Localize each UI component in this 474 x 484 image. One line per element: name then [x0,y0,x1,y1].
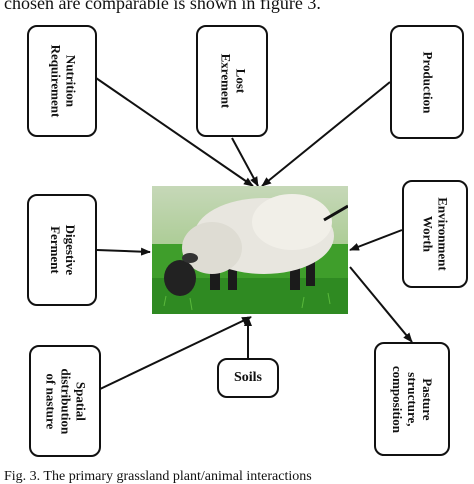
node-nutrition-line1: Nutrition [62,54,78,107]
header-text: chosen are comparable is shown in figure… [4,0,321,13]
node-lost-line1: Lost [232,68,248,94]
node-pasture-line3: composition [390,365,406,433]
sheep-photo [152,186,348,314]
node-pasture-line2: structure, [405,371,421,427]
node-nutrition-line2: Requirement [48,44,64,118]
arrow-environment [349,229,403,251]
node-environment-line2: Worth [421,215,436,253]
arrow-nutrition [95,77,254,187]
node-spatial-line1: Spatial [73,381,89,421]
arrow-pasture [349,266,413,343]
arrow-spatial [97,316,252,391]
arrow-production [261,81,391,187]
node-production-line1: Production [420,51,436,113]
node-spatial-line2: distribution [58,368,74,434]
node-environment-line1: Environment [435,197,451,271]
node-soils: Soils [217,358,279,398]
node-spatial-line3: of nasture [43,373,59,429]
grazing-sheep-icon [164,194,334,296]
node-lost-line2: Exrement [217,53,233,109]
node-pasture-line1: Pasture [420,377,436,421]
node-production: Production [390,25,464,139]
node-soils-label: Soils [233,370,262,385]
arrow-lost [231,137,259,187]
figure-caption: Fig. 3. The primary grassland plant/anim… [4,469,312,484]
node-digestive-line1: Digestive [62,224,78,276]
node-digestive-line2: Ferment [47,226,63,274]
arrow-digestive [96,247,151,256]
